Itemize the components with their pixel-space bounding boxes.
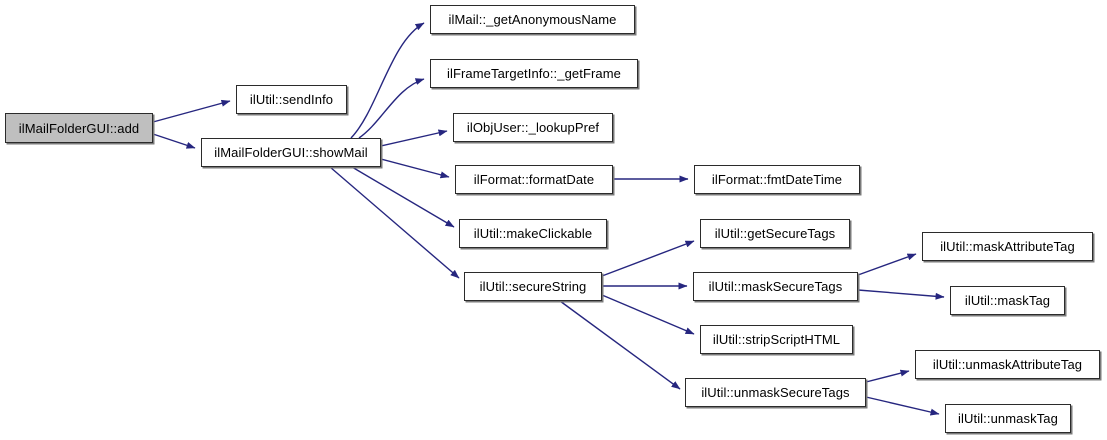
- call-edge-showMail-to-formatDate: [380, 158, 450, 179]
- call-edge-add-to-sendInfo: [152, 99, 231, 123]
- graph-node-getSecureTags[interactable]: ilUtil::getSecureTags: [700, 219, 850, 248]
- graph-node-makeClickable[interactable]: ilUtil::makeClickable: [459, 219, 607, 248]
- graph-node-label: ilUtil::unmaskSecureTags: [701, 385, 850, 400]
- graph-node-label: ilFormat::formatDate: [473, 172, 595, 187]
- graph-node-label: ilUtil::secureString: [479, 279, 587, 294]
- graph-node-label: ilUtil::sendInfo: [249, 92, 334, 107]
- call-edge-add-to-showMail: [152, 133, 196, 149]
- graph-node-sendInfo[interactable]: ilUtil::sendInfo: [236, 85, 347, 114]
- graph-node-label: ilMail::_getAnonymousName: [448, 12, 617, 27]
- graph-node-label: ilFormat::fmtDateTime: [711, 172, 843, 187]
- graph-node-unmaskSecureTags[interactable]: ilUtil::unmaskSecureTags: [685, 378, 866, 407]
- graph-node-maskAttributeTag[interactable]: ilUtil::maskAttributeTag: [922, 232, 1093, 261]
- graph-node-label: ilMailFolderGUI::add: [18, 120, 140, 136]
- graph-node-showMail[interactable]: ilMailFolderGUI::showMail: [201, 138, 381, 167]
- graph-node-getAnonymousName[interactable]: ilMail::_getAnonymousName: [430, 5, 635, 34]
- graph-node-label: ilUtil::getSecureTags: [714, 226, 836, 241]
- graph-node-add[interactable]: ilMailFolderGUI::add: [5, 113, 153, 143]
- graph-node-label: ilUtil::unmaskAttributeTag: [932, 357, 1083, 372]
- call-edge-maskSecureTags-to-maskAttributeTag: [857, 253, 917, 276]
- call-edge-unmaskSecureTags-to-unmaskTag: [865, 396, 940, 416]
- call-edge-maskSecureTags-to-maskTag: [857, 289, 945, 300]
- call-edge-showMail-to-makeClickable: [351, 166, 455, 228]
- graph-node-unmaskTag[interactable]: ilUtil::unmaskTag: [945, 404, 1071, 433]
- graph-node-label: ilFrameTargetInfo::_getFrame: [446, 66, 622, 81]
- graph-node-secureString[interactable]: ilUtil::secureString: [464, 272, 602, 301]
- graph-node-label: ilObjUser::_lookupPref: [466, 120, 600, 135]
- call-edge-showMail-to-getAnonymousName: [350, 22, 425, 139]
- call-edge-showMail-to-lookupPref: [380, 129, 448, 147]
- graph-node-stripScriptHTML[interactable]: ilUtil::stripScriptHTML: [700, 325, 853, 354]
- call-edge-showMail-to-getFrame: [358, 78, 425, 139]
- graph-node-label: ilMailFolderGUI::showMail: [214, 145, 368, 160]
- graph-node-label: ilUtil::unmaskTag: [958, 411, 1058, 426]
- graph-node-getFrame[interactable]: ilFrameTargetInfo::_getFrame: [430, 59, 638, 88]
- graph-node-lookupPref[interactable]: ilObjUser::_lookupPref: [453, 113, 613, 142]
- call-edge-secureString-to-stripScriptHTML: [601, 294, 695, 335]
- graph-node-maskTag[interactable]: ilUtil::maskTag: [950, 286, 1065, 315]
- graph-node-maskSecureTags[interactable]: ilUtil::maskSecureTags: [693, 272, 858, 301]
- graph-node-label: ilUtil::maskSecureTags: [708, 279, 843, 294]
- graph-node-formatDate[interactable]: ilFormat::formatDate: [455, 165, 613, 194]
- call-edge-secureString-to-getSecureTags: [601, 240, 695, 277]
- graph-node-label: ilUtil::maskAttributeTag: [940, 239, 1075, 254]
- graph-node-fmtDateTime[interactable]: ilFormat::fmtDateTime: [694, 165, 860, 194]
- call-edge-showMail-to-secureString: [329, 166, 460, 279]
- call-edge-secureString-to-unmaskSecureTags: [559, 300, 681, 390]
- graph-node-label: ilUtil::makeClickable: [473, 226, 593, 241]
- graph-node-label: ilUtil::maskTag: [964, 293, 1051, 308]
- call-edge-unmaskSecureTags-to-unmaskAttributeTag: [865, 369, 910, 383]
- graph-node-unmaskAttributeTag[interactable]: ilUtil::unmaskAttributeTag: [915, 350, 1100, 379]
- graph-node-label: ilUtil::stripScriptHTML: [712, 332, 841, 347]
